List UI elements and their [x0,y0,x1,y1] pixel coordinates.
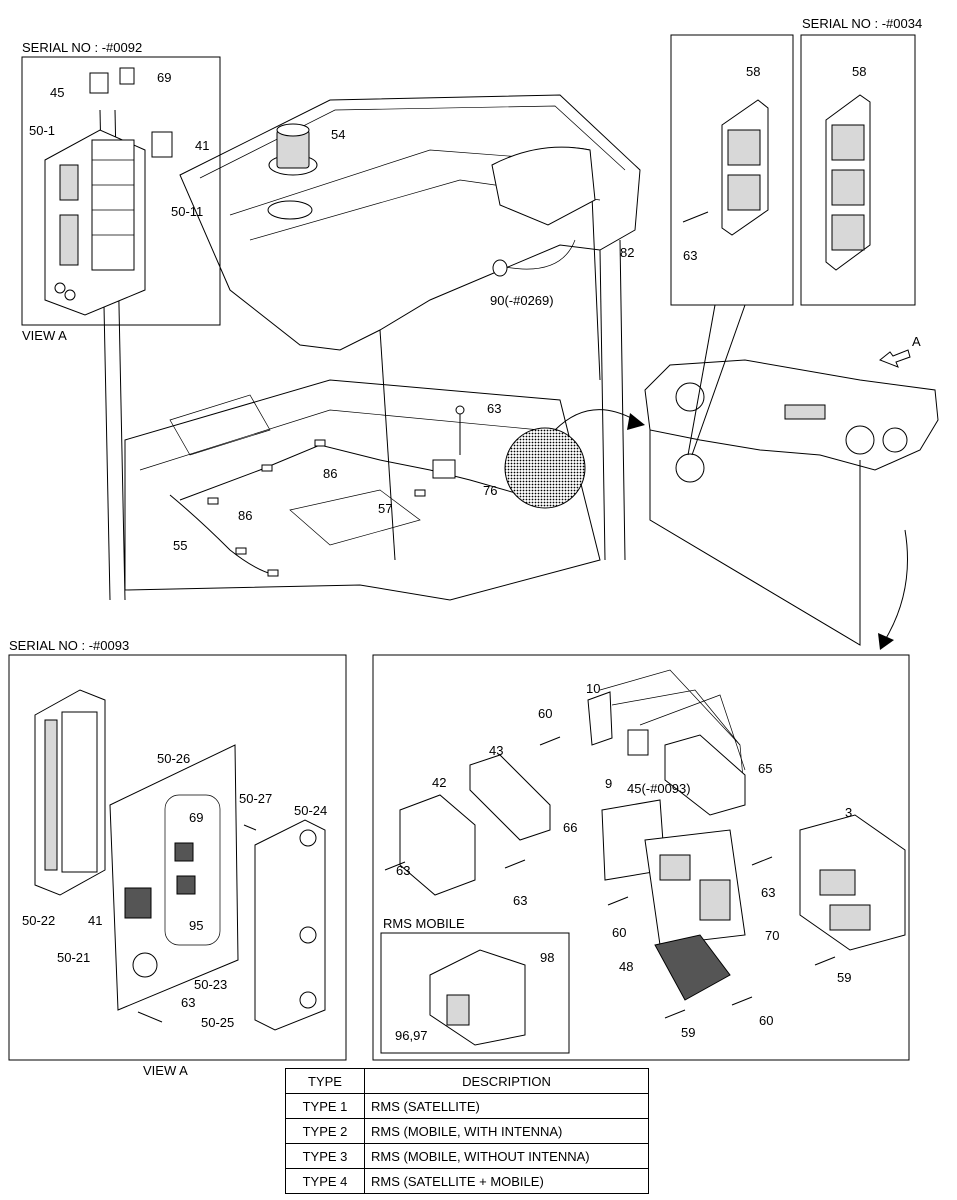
type-table-header: TYPE DESCRIPTION [285,1068,649,1094]
console-housing [644,359,939,646]
callout-63-inset: 63 [683,248,697,263]
callout-86-b: 86 [238,508,252,523]
callout-63-main: 63 [487,401,501,416]
fuse-panel-0093 [34,689,326,1031]
cab-frame [99,94,641,601]
callout-70: 70 [765,928,779,943]
inset-rms-assembly [372,654,910,1061]
callout-65: 65 [758,761,772,776]
callout-63-c: 63 [181,995,195,1010]
serial-bottom-left: SERIAL NO : -#0093 [9,638,129,653]
inset-module-mid [670,34,794,306]
callout-59-a: 59 [837,970,851,985]
callout-59-b: 59 [681,1025,695,1040]
callout-69: 69 [157,70,171,85]
callout-58-a: 58 [746,64,760,79]
callout-57: 57 [378,501,392,516]
callout-98: 98 [540,950,554,965]
callout-63-f: 63 [761,885,775,900]
callout-42: 42 [432,775,446,790]
type-cell: TYPE 4 [285,1168,365,1194]
rms-mobile-label: RMS MOBILE [383,916,465,931]
arrow-a-label: A [912,334,921,349]
callout-50-26: 50-26 [157,751,190,766]
callout-96-97: 96,97 [395,1028,428,1043]
description-cell: RMS (MOBILE, WITHOUT INTENNA) [364,1143,649,1169]
callout-54: 54 [331,127,345,142]
type-cell: TYPE 2 [285,1118,365,1144]
serial-top-right: SERIAL NO : -#0034 [802,16,922,31]
callout-50-25: 50-25 [201,1015,234,1030]
fuse-panel-0092 [44,67,173,316]
callout-69-b: 69 [189,810,203,825]
callout-60-a: 60 [538,706,552,721]
type-cell: TYPE 1 [285,1093,365,1119]
view-a-bottom: VIEW A [143,1063,188,1078]
callout-9: 9 [605,776,612,791]
view-a-top: VIEW A [22,328,67,343]
type-header: TYPE [285,1068,365,1094]
callout-45-b: 45(-#0093) [627,781,691,796]
callout-76: 76 [483,483,497,498]
callout-82: 82 [620,245,634,260]
callout-63-e: 63 [513,893,527,908]
callout-58-b: 58 [852,64,866,79]
callout-45: 45 [50,85,64,100]
description-cell: RMS (SATELLITE + MOBILE) [364,1168,649,1194]
callout-50-27: 50-27 [239,791,272,806]
callout-66: 66 [563,820,577,835]
callout-90: 90(-#0269) [490,293,554,308]
module-58-a [682,99,769,236]
callout-10: 10 [586,681,600,696]
table-row: TYPE 3 RMS (MOBILE, WITHOUT INTENNA) [285,1143,649,1169]
callout-60-c: 60 [759,1013,773,1028]
callout-48: 48 [619,959,633,974]
description-cell: RMS (MOBILE, WITH INTENNA) [364,1118,649,1144]
description-cell: RMS (SATELLITE) [364,1093,649,1119]
callout-43: 43 [489,743,503,758]
table-row: TYPE 2 RMS (MOBILE, WITH INTENNA) [285,1118,649,1144]
callout-95: 95 [189,918,203,933]
callout-50-11: 50-11 [171,204,203,219]
table-row: TYPE 1 RMS (SATELLITE) [285,1093,649,1119]
type-table: TYPE DESCRIPTION TYPE 1 RMS (SATELLITE) … [285,1068,649,1194]
detail-magnifier [504,427,586,509]
inset-module-0034 [800,34,916,306]
callout-55: 55 [173,538,187,553]
table-row: TYPE 4 RMS (SATELLITE + MOBILE) [285,1168,649,1194]
inset-fuse-panel-0093 [8,654,347,1061]
callout-50-22: 50-22 [22,913,55,928]
callout-41: 41 [195,138,209,153]
callout-60-b: 60 [612,925,626,940]
callout-50-1: 50-1 [29,123,55,138]
callout-50-24: 50-24 [294,803,327,818]
rms-mobile-box [380,932,570,1054]
callout-50-21: 50-21 [57,950,90,965]
rms-assembly [380,669,906,1054]
callout-86-a: 86 [323,466,337,481]
inset-fuse-panel-0092 [21,56,221,326]
callout-41-b: 41 [88,913,102,928]
serial-top-left: SERIAL NO : -#0092 [22,40,142,55]
type-cell: TYPE 3 [285,1143,365,1169]
description-header: DESCRIPTION [364,1068,649,1094]
module-58-b [825,94,871,271]
callout-3: 3 [845,805,852,820]
callout-63-d: 63 [396,863,410,878]
callout-50-23: 50-23 [194,977,227,992]
